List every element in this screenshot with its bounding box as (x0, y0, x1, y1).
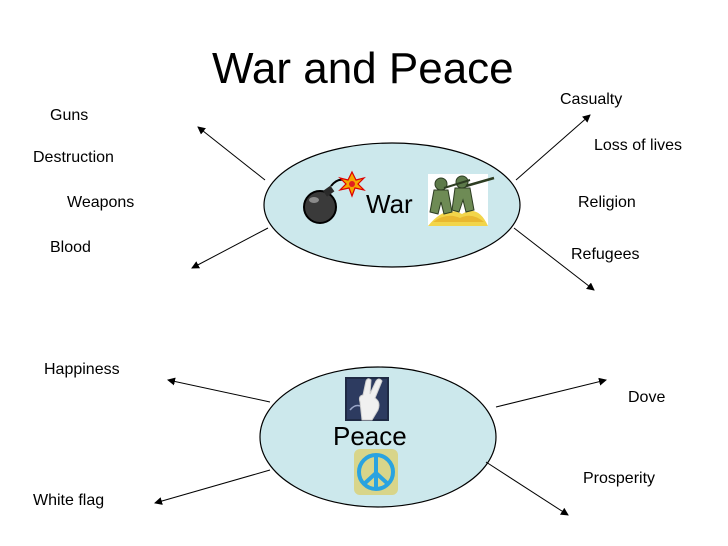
peace-label: Peace (333, 421, 407, 451)
arrow-war-top-right (515, 114, 591, 181)
arrow-peace-right (495, 377, 607, 408)
arrow-war-bottom-right (513, 227, 595, 291)
arrow-war-top-left (197, 126, 266, 181)
arrow-war-bottom-left (191, 227, 269, 269)
soldiers-icon (428, 174, 495, 226)
arrow-peace-bottom-left (154, 469, 271, 505)
peace-symbol-icon (354, 449, 398, 495)
word-religion: Religion (578, 194, 636, 211)
word-blood: Blood (50, 239, 91, 256)
word-happiness: Happiness (44, 361, 120, 378)
arrow-peace-left (167, 377, 271, 403)
word-white-flag: White flag (33, 492, 105, 509)
word-casualty: Casualty (560, 91, 623, 108)
arrow-peace-bottom-right (485, 461, 569, 516)
word-weapons: Weapons (67, 194, 135, 211)
word-prosperity: Prosperity (583, 470, 656, 487)
word-dove: Dove (628, 389, 666, 406)
peace-hand-icon (345, 377, 389, 421)
word-loss-of-lives: Loss of lives (594, 137, 683, 154)
word-destruction: Destruction (33, 149, 114, 166)
word-guns: Guns (50, 107, 89, 124)
bomb-icon (303, 170, 366, 224)
peace-ellipse (259, 366, 497, 508)
page-title: War and Peace (212, 44, 514, 93)
war-label: War (366, 189, 413, 219)
word-refugees: Refugees (571, 246, 640, 263)
